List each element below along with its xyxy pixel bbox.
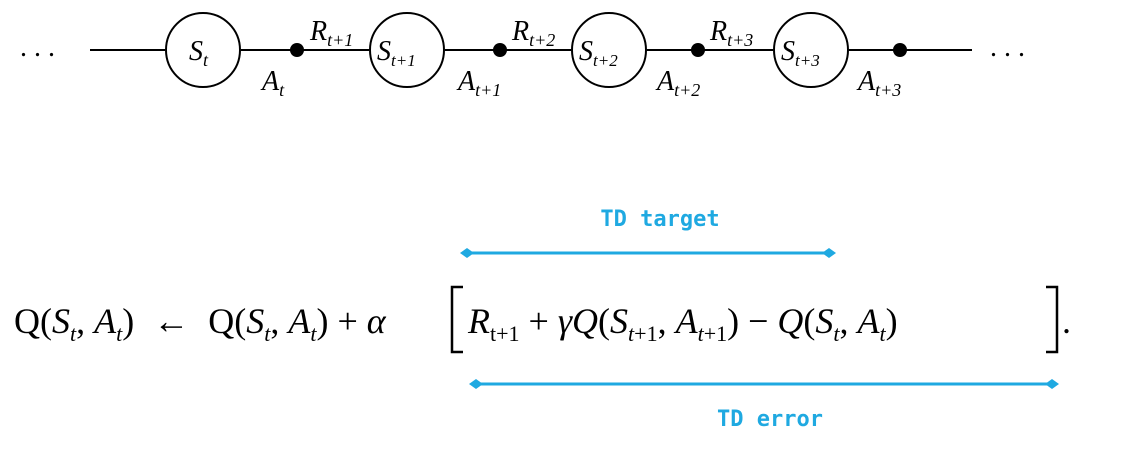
sarsa-update-equation: Q(St, At) ← Q(St, At) + α Rt+1 + γQ(St+1… — [14, 285, 1071, 354]
left-square-bracket — [450, 285, 463, 354]
state-node — [773, 12, 849, 88]
right-square-bracket — [1046, 285, 1059, 354]
trailing-ellipsis: . . . — [990, 32, 1025, 63]
state-label: St+2 — [579, 36, 618, 70]
state-node — [369, 12, 445, 88]
td-target-end-diamond — [822, 248, 836, 258]
equation-terminal: . — [1062, 301, 1071, 341]
action-label: At+1 — [456, 66, 501, 100]
eq-arrow: ← — [153, 301, 189, 341]
trajectory-chain: . . . St St+1 St+2 St+3 At At+1 At+2 At+… — [20, 12, 1025, 100]
eq-lhs: Q(St, At) — [14, 301, 134, 346]
action-label: At+2 — [655, 66, 700, 100]
action-node — [290, 43, 304, 57]
td-target-start-diamond — [460, 248, 474, 258]
td-target-label: TD target — [600, 207, 719, 232]
td-error-end-diamond — [1045, 379, 1059, 389]
reward-label: Rt+3 — [709, 16, 753, 50]
td-error-label: TD error — [717, 407, 823, 432]
state-label: St+1 — [377, 36, 416, 70]
td-error-start-diamond — [469, 379, 483, 389]
state-node — [165, 12, 241, 88]
reward-label: Rt+1 — [309, 16, 353, 50]
eq-rhs-prefix: Q(St, At) + α — [208, 301, 387, 346]
td-error-annotation: TD error — [469, 379, 1059, 432]
td-target-annotation: TD target — [460, 207, 836, 258]
action-node — [691, 43, 705, 57]
state-label: St+3 — [781, 36, 820, 70]
state-label: St — [189, 36, 209, 70]
reward-label: Rt+2 — [511, 16, 555, 50]
action-label: At — [260, 66, 285, 100]
action-node — [493, 43, 507, 57]
action-label: At+3 — [856, 66, 901, 100]
leading-ellipsis: . . . — [20, 32, 55, 63]
equation-text: Q(St, At) ← Q(St, At) + α — [14, 301, 387, 346]
action-node — [893, 43, 907, 57]
equation-bracket-content: Rt+1 + γQ(St+1, At+1) − Q(St, At) — [467, 301, 898, 346]
state-node — [571, 12, 647, 88]
